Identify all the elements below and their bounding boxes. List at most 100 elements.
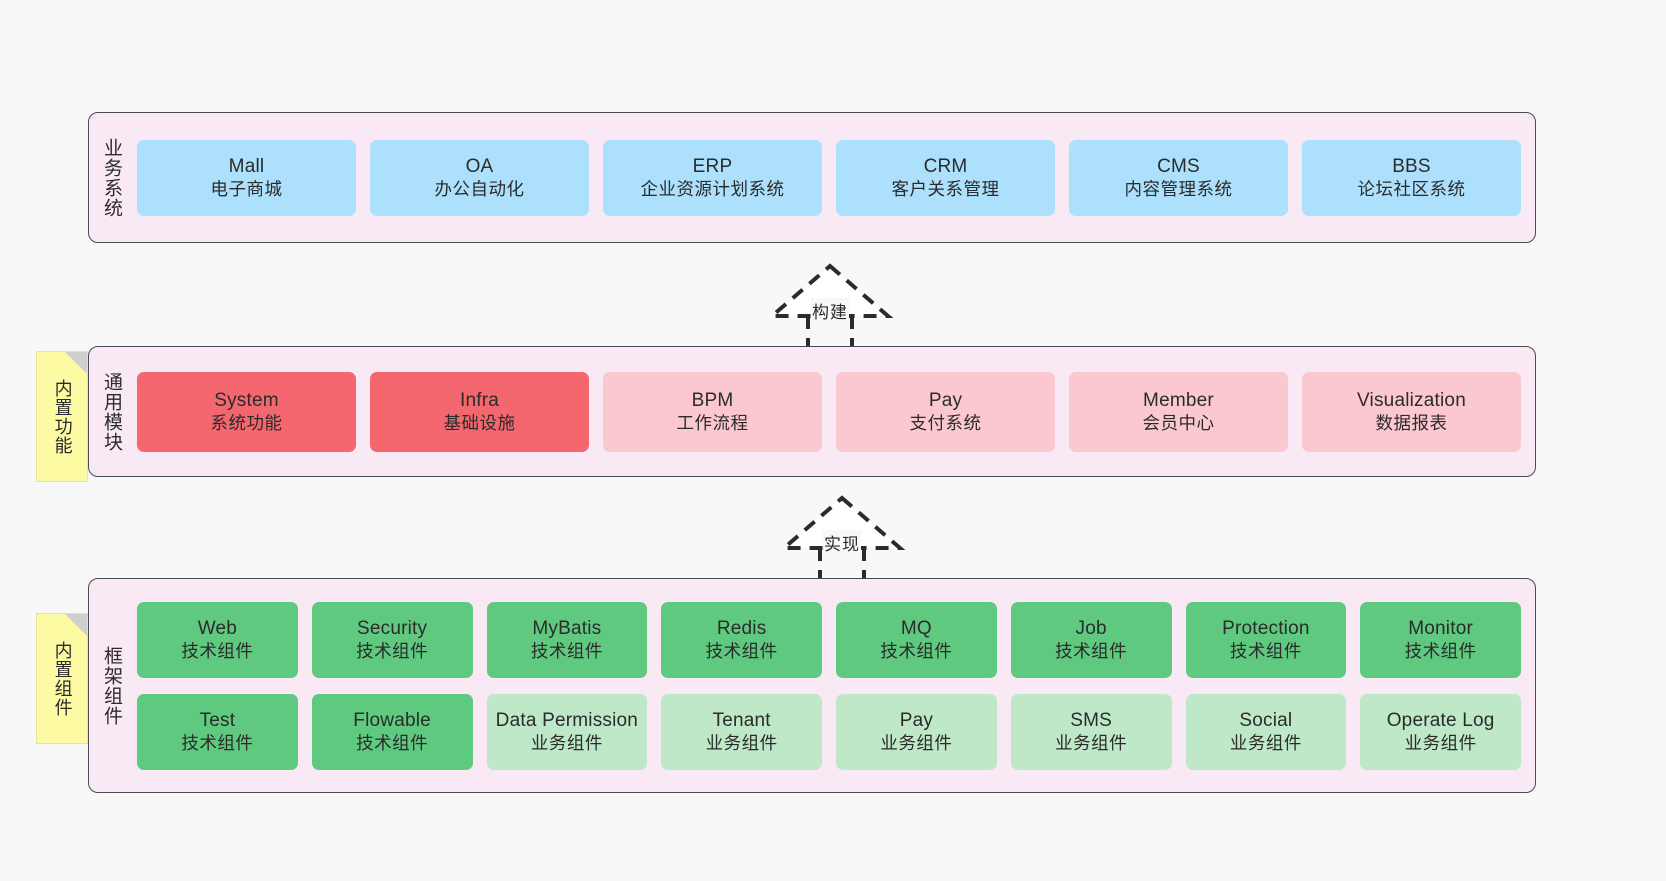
card-mall[interactable]: Mall 电子商城 <box>137 139 356 216</box>
card-title: Mall <box>228 155 265 177</box>
card-mybatis[interactable]: MyBatis 技术组件 <box>486 601 648 678</box>
card-pay-component[interactable]: Pay 业务组件 <box>836 693 997 770</box>
card-subtitle: 内容管理系统 <box>1124 179 1233 200</box>
card-system[interactable]: System 系统功能 <box>137 371 356 452</box>
card-title: ERP <box>692 155 733 177</box>
card-test[interactable]: Test 技术组件 <box>137 693 298 770</box>
card-title: CRM <box>923 155 968 177</box>
card-protection[interactable]: Protection 技术组件 <box>1185 601 1347 678</box>
card-subtitle: 系统功能 <box>210 413 283 434</box>
card-title: SMS <box>1070 709 1113 731</box>
card-sms[interactable]: SMS 业务组件 <box>1010 693 1172 770</box>
card-operate-log[interactable]: Operate Log 业务组件 <box>1360 693 1521 770</box>
card-cms[interactable]: CMS 内容管理系统 <box>1069 139 1288 216</box>
card-title: Test <box>199 709 236 731</box>
card-bpm[interactable]: BPM 工作流程 <box>603 371 822 452</box>
card-oa[interactable]: OA 办公自动化 <box>370 139 589 216</box>
card-title: Protection <box>1222 617 1310 639</box>
card-subtitle: 技术组件 <box>181 641 254 662</box>
card-subtitle: 技术组件 <box>181 733 254 754</box>
card-title: OA <box>465 155 494 177</box>
card-subtitle: 业务组件 <box>880 733 953 754</box>
card-subtitle: 基础设施 <box>443 413 516 434</box>
card-job[interactable]: Job 技术组件 <box>1010 601 1172 678</box>
layer-business-system[interactable]: 业务系统 Mall 电子商城 OA 办公自动化 ERP 企业资源计划系统 CRM… <box>88 112 1536 243</box>
card-crm[interactable]: CRM 客户关系管理 <box>836 139 1055 216</box>
layer-body-framework-components: Web 技术组件 Security 技术组件 MyBatis 技术组件 Redi… <box>133 579 1535 792</box>
card-title: BBS <box>1392 155 1431 177</box>
card-subtitle: 客户关系管理 <box>891 179 1000 200</box>
card-row: Web 技术组件 Security 技术组件 MyBatis 技术组件 Redi… <box>137 601 1521 678</box>
card-title: MyBatis <box>532 617 602 639</box>
card-subtitle: 技术组件 <box>356 641 429 662</box>
card-title: MQ <box>900 617 932 639</box>
card-title: Pay <box>928 389 963 411</box>
card-title: Redis <box>716 617 767 639</box>
card-subtitle: 电子商城 <box>210 179 283 200</box>
card-flowable[interactable]: Flowable 技术组件 <box>311 693 473 770</box>
card-title: Data Permission <box>495 709 639 731</box>
card-row: Mall 电子商城 OA 办公自动化 ERP 企业资源计划系统 CRM 客户关系… <box>137 139 1521 216</box>
card-subtitle: 业务组件 <box>530 733 603 754</box>
card-pay[interactable]: Pay 支付系统 <box>836 371 1055 452</box>
card-title: Tenant <box>712 709 771 731</box>
card-subtitle: 数据报表 <box>1375 413 1448 434</box>
card-subtitle: 论坛社区系统 <box>1357 179 1466 200</box>
card-title: System <box>214 389 279 411</box>
card-redis[interactable]: Redis 技术组件 <box>661 601 822 678</box>
card-mq[interactable]: MQ 技术组件 <box>836 601 997 678</box>
note-label: 内置功能 <box>52 378 73 455</box>
card-web[interactable]: Web 技术组件 <box>137 601 298 678</box>
card-subtitle: 技术组件 <box>356 733 429 754</box>
connector-implement-label: 实现 <box>823 530 861 555</box>
layer-body-common-modules: System 系统功能 Infra 基础设施 BPM 工作流程 Pay 支付系统… <box>133 347 1535 476</box>
card-row: Test 技术组件 Flowable 技术组件 Data Permission … <box>137 693 1521 770</box>
card-subtitle: 业务组件 <box>1404 733 1477 754</box>
layer-framework-components[interactable]: 框架组件 Web 技术组件 Security 技术组件 MyBatis 技术组件… <box>88 578 1536 793</box>
card-subtitle: 技术组件 <box>1055 641 1128 662</box>
card-security[interactable]: Security 技术组件 <box>311 601 473 678</box>
card-subtitle: 技术组件 <box>705 641 778 662</box>
card-member[interactable]: Member 会员中心 <box>1069 371 1288 452</box>
card-title: Social <box>1239 709 1293 731</box>
connector-implement: 实现 <box>752 490 932 590</box>
card-subtitle: 业务组件 <box>1229 733 1302 754</box>
connector-build-label: 构建 <box>811 298 849 323</box>
card-subtitle: 企业资源计划系统 <box>640 179 785 200</box>
card-erp[interactable]: ERP 企业资源计划系统 <box>603 139 822 216</box>
card-tenant[interactable]: Tenant 业务组件 <box>661 693 822 770</box>
card-title: Security <box>357 617 428 639</box>
card-subtitle: 会员中心 <box>1142 413 1215 434</box>
note-builtin-features: 内置功能 <box>36 351 88 482</box>
layer-title-common-modules: 通用模块 <box>101 371 123 452</box>
card-title: Member <box>1143 389 1214 411</box>
connector-build: 构建 <box>740 258 920 358</box>
card-title: Monitor <box>1408 617 1473 639</box>
card-subtitle: 办公自动化 <box>434 179 525 200</box>
card-subtitle: 业务组件 <box>1055 733 1128 754</box>
card-monitor[interactable]: Monitor 技术组件 <box>1360 601 1521 678</box>
layer-title-business-system: 业务系统 <box>101 137 123 218</box>
note-label: 内置组件 <box>52 640 73 717</box>
card-subtitle: 技术组件 <box>880 641 953 662</box>
card-row: System 系统功能 Infra 基础设施 BPM 工作流程 Pay 支付系统… <box>137 371 1521 452</box>
card-title: Visualization <box>1357 389 1466 411</box>
card-title: Pay <box>899 709 934 731</box>
layer-common-modules[interactable]: 通用模块 System 系统功能 Infra 基础设施 BPM 工作流程 Pay… <box>88 346 1536 477</box>
card-title: Web <box>197 617 238 639</box>
card-title: BPM <box>691 389 734 411</box>
card-title: Infra <box>459 389 500 411</box>
card-visualization[interactable]: Visualization 数据报表 <box>1302 371 1521 452</box>
card-subtitle: 支付系统 <box>909 413 982 434</box>
card-subtitle: 工作流程 <box>676 413 749 434</box>
card-data-permission[interactable]: Data Permission 业务组件 <box>486 693 648 770</box>
card-bbs[interactable]: BBS 论坛社区系统 <box>1302 139 1521 216</box>
layer-body-business-system: Mall 电子商城 OA 办公自动化 ERP 企业资源计划系统 CRM 客户关系… <box>133 113 1535 242</box>
card-subtitle: 技术组件 <box>1229 641 1302 662</box>
card-title: Operate Log <box>1386 709 1495 731</box>
card-social[interactable]: Social 业务组件 <box>1185 693 1347 770</box>
card-subtitle: 技术组件 <box>530 641 603 662</box>
card-subtitle: 业务组件 <box>705 733 778 754</box>
card-infra[interactable]: Infra 基础设施 <box>370 371 589 452</box>
